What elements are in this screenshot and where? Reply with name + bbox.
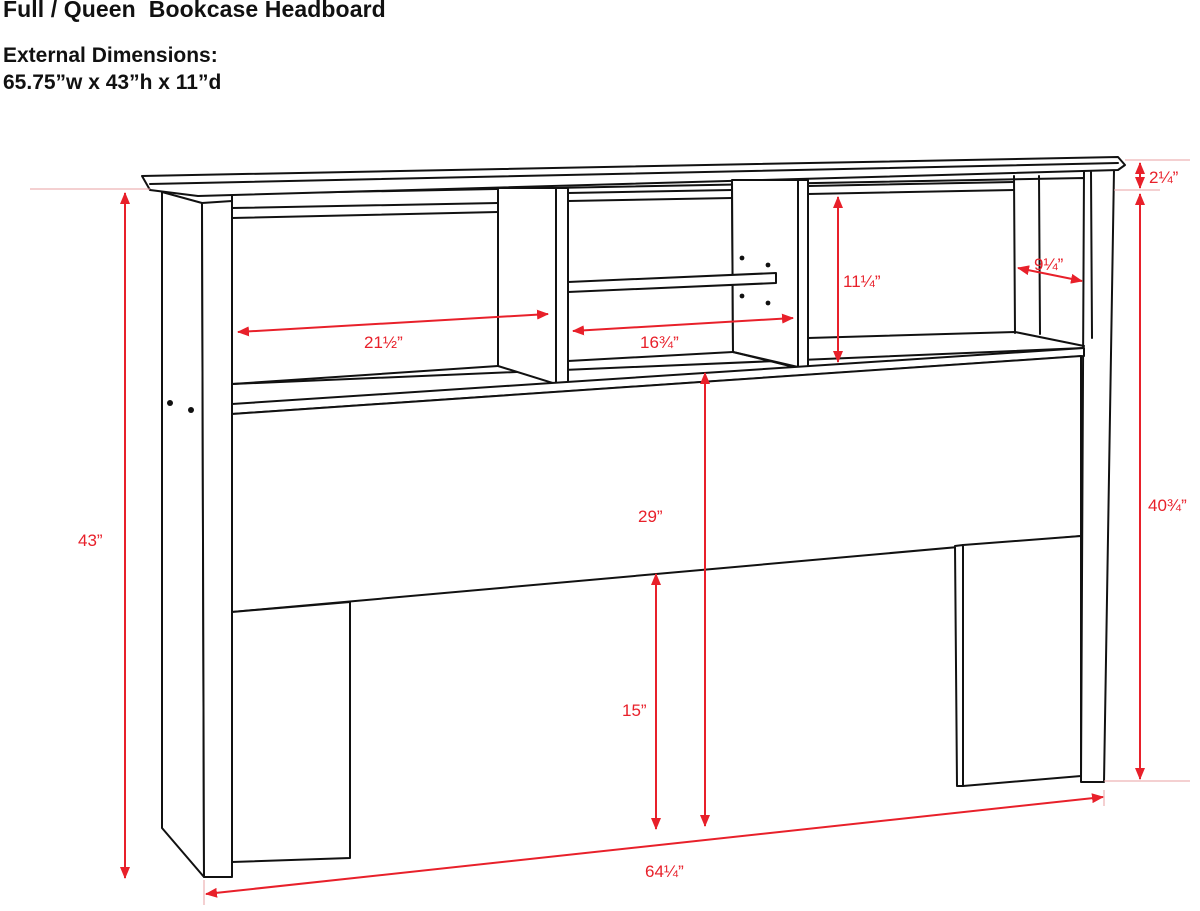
overall-width-line <box>205 793 1104 898</box>
overall-width-label: 64¼” <box>645 862 684 881</box>
left-width-label: 21½” <box>364 333 403 352</box>
bookcase-height-label: 29” <box>638 507 663 526</box>
extension-lines <box>30 159 1190 905</box>
top-thickness-label: 2¼” <box>1149 168 1179 187</box>
external-dimensions-heading: External Dimensions: <box>3 44 218 67</box>
left-width-line <box>237 309 549 337</box>
bookcase-bottom-shelf <box>231 347 1085 415</box>
right-leg <box>1080 169 1115 783</box>
adjustable-shelf <box>567 272 777 293</box>
shelf-height-label: 11¼” <box>843 272 881 291</box>
shelf-depth-label: 9¼” <box>1034 255 1064 274</box>
external-dimensions-values: 65.75”w x 43”h x 11”d <box>3 71 222 94</box>
external-dimensions: External Dimensions: 65.75”w x 43”h x 11… <box>3 42 221 96</box>
divider-left <box>555 187 569 385</box>
leg-height-label: 40¾” <box>1148 496 1187 515</box>
right-lower-post <box>954 544 964 787</box>
page-title: Full / Queen Bookcase Headboard <box>3 0 386 22</box>
center-width-line <box>572 313 794 336</box>
left-leg <box>201 200 233 878</box>
dimension-labels: 43” 2¼” 40¾” 21½” 16¾” 11¼” 9¼” 29” 15” … <box>78 168 1187 881</box>
dimension-lines <box>120 162 1145 898</box>
headboard-panel <box>231 355 1082 613</box>
divider-right <box>797 179 809 369</box>
top-cap <box>141 156 1126 197</box>
left-lower-post <box>231 601 351 863</box>
shelf-depth-line <box>1017 265 1083 284</box>
left-side-panel <box>161 191 205 878</box>
panel-height-label: 15” <box>622 701 647 720</box>
overall-height-label: 43” <box>78 531 103 550</box>
center-width-label: 16¾” <box>640 333 679 352</box>
